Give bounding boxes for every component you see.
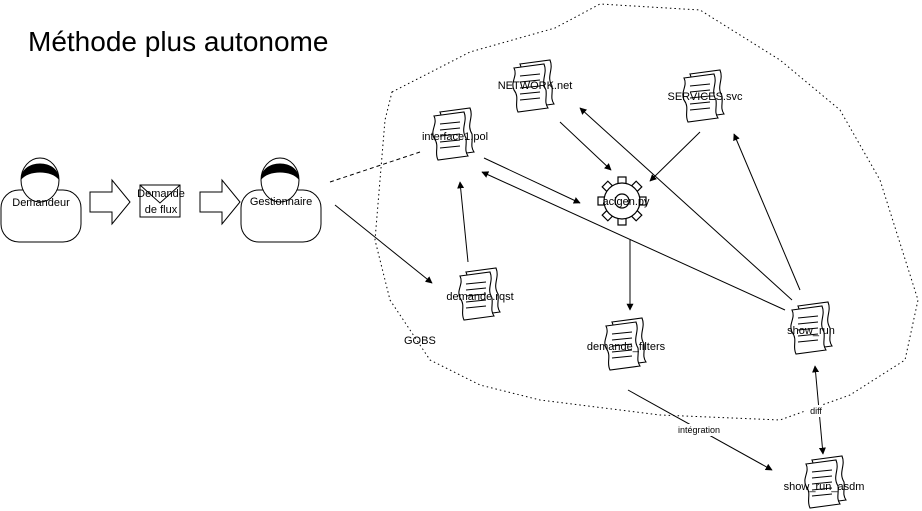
block-arrow-2 <box>199 178 241 226</box>
doc-demande-filters-label: demande_filters <box>587 341 666 353</box>
doc-demande-filters: demande_filters <box>587 317 666 371</box>
process-acigen-label: acigen.py <box>602 196 650 208</box>
envelope-label-line2: de flux <box>145 204 178 216</box>
doc-network-label: NETWORK.net <box>498 80 573 92</box>
edge-showrun-services <box>733 133 801 291</box>
gestionnaire-label: Gestionnaire <box>250 196 312 208</box>
doc-services-label: SERVICES.svc <box>668 91 743 103</box>
doc-services: SERVICES.svc <box>668 69 743 123</box>
edge-showrun-interface <box>481 171 786 311</box>
edge-interface-acigen <box>483 157 581 204</box>
envelope-icon: Demande de flux <box>137 184 185 218</box>
doc-demande-rqst-label: demande.rqst <box>446 291 513 303</box>
demandeur-label: Demandeur <box>12 197 70 209</box>
doc-interface-label: interface1.pol <box>422 131 488 143</box>
doc-demande-rqst: demande.rqst <box>446 267 514 321</box>
doc-show-run-label: show_run <box>787 325 835 337</box>
gestionnaire-actor: Gestionnaire <box>240 157 322 243</box>
edge-showrun-network <box>579 107 793 301</box>
demandeur-actor: Demandeur <box>0 157 82 243</box>
edge-network-acigen <box>559 121 612 171</box>
integration-edge-label: intégration <box>678 425 720 435</box>
doc-network: NETWORK.net <box>498 59 573 113</box>
gear-icon <box>597 176 647 226</box>
doc-show-run-asdm: show_run_asdm <box>784 455 865 509</box>
edge-gestionnaire-rqst <box>334 204 433 284</box>
envelope-label-line1: Demande <box>137 188 185 200</box>
edge-gestionnaire-interface <box>329 151 421 183</box>
gobs-label: GOBS <box>404 335 436 347</box>
diff-edge-label: diff <box>810 406 822 416</box>
block-arrow-1 <box>89 178 131 226</box>
edge-rqst-interface <box>457 181 469 263</box>
doc-interface: interface1.pol <box>422 107 488 161</box>
page-title: Méthode plus autonome <box>28 26 328 57</box>
doc-show-run: show_run <box>787 301 835 355</box>
doc-show-run-asdm-label: show_run_asdm <box>784 481 865 493</box>
gobs-cloud <box>374 3 919 421</box>
edge-services-acigen <box>649 131 701 182</box>
